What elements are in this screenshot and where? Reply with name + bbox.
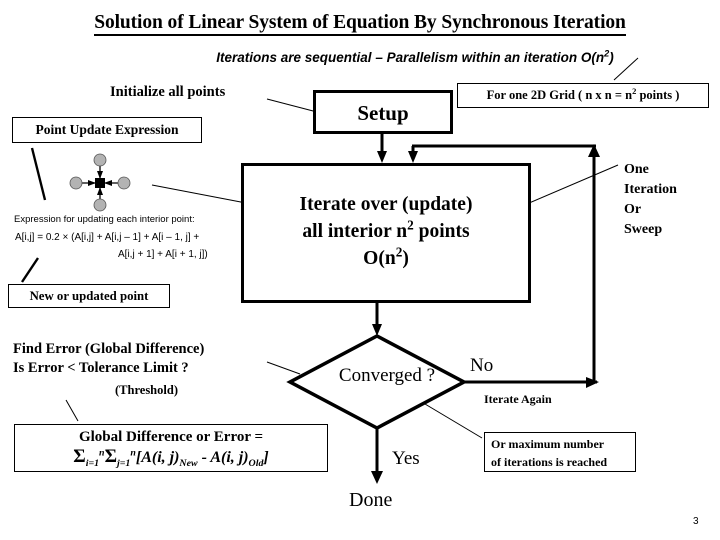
max-iterations-line-2: of iterations is reached <box>491 455 608 469</box>
one-iteration-line-1: One <box>624 162 649 177</box>
error-formula-sum1-sup: n <box>99 447 105 459</box>
iterate-line-2-suffix: points <box>413 221 470 242</box>
stencil-arrow-from-right <box>104 180 112 186</box>
leader-error-formula <box>65 399 79 422</box>
error-formula-sum1-sub: i=1 <box>85 458 100 470</box>
page-subtitle: Iterations are sequential – Parallelism … <box>120 48 710 65</box>
max-iterations-line-1: Or maximum number <box>491 437 605 451</box>
iterate-line-2-superscript: 2 <box>407 217 414 233</box>
one-iteration-line-2: Iteration <box>624 182 677 197</box>
error-formula-open: [A(i, j) <box>135 449 180 466</box>
error-formula-body: Σi=1nΣj=1n[A(i, j)New - A(i, j)Old] <box>15 446 327 469</box>
feedback-top-arrowhead <box>588 144 600 157</box>
error-formula-new-sub: New <box>179 458 198 470</box>
subtitle-superscript: 2 <box>604 48 610 59</box>
stencil-node-top <box>93 153 107 167</box>
leader-stencil-to-iterate <box>151 184 247 204</box>
iterate-line-3-suffix: ) <box>402 248 409 269</box>
iterate-line-3: O(n2) <box>244 245 528 272</box>
branch-yes-label: Yes <box>392 448 420 469</box>
setup-box[interactable]: Setup <box>313 90 453 134</box>
iterate-line-2: all interior n2 points <box>244 218 528 245</box>
stencil-formula-line-1: A[i,j] = 0.2 × (A[i,j] + A[i,j – 1] + A[… <box>15 232 200 243</box>
leader-point-update <box>30 147 47 201</box>
branch-yes-arrowhead <box>371 471 383 484</box>
max-iterations-note-box: Or maximum number of iterations is reach… <box>484 432 636 472</box>
stencil-arrow-from-left <box>88 180 96 186</box>
one-iteration-callout: One Iteration Or Sweep <box>624 160 677 240</box>
leader-max-iterations <box>424 403 483 439</box>
grid-note-prefix: For one 2D Grid ( n x n = n <box>486 88 633 102</box>
find-error-line-2: Is Error < Tolerance Limit ? <box>13 360 189 376</box>
error-formula-minus: - <box>197 449 211 466</box>
one-iteration-line-4: Sweep <box>624 222 663 237</box>
branch-no-arrowhead <box>586 377 599 388</box>
error-formula-sum2-sup: n <box>130 447 136 459</box>
new-or-updated-point-box: New or updated point <box>8 284 170 308</box>
point-update-expression-box: Point Update Expression <box>12 117 202 143</box>
find-error-line-1: Find Error (Global Difference) <box>13 341 205 357</box>
stencil-diagram <box>69 153 131 212</box>
arrow-iterate-to-decision-head <box>372 324 382 336</box>
error-formula-box: Global Difference or Error = Σi=1nΣj=1n[… <box>14 424 328 472</box>
one-iteration-line-3: Or <box>624 202 642 217</box>
error-formula-close: ] <box>263 449 269 466</box>
subtitle-dash: – <box>375 50 383 65</box>
arrow-setup-to-iterate-head <box>377 151 387 163</box>
stencil-arrow-from-bottom <box>97 187 103 195</box>
stencil-formula-line-2: A[i,j + 1] + A[i + 1, j]) <box>118 249 208 260</box>
leader-initialize <box>266 98 318 113</box>
leader-find-error <box>266 361 301 375</box>
terminal-done-label: Done <box>349 489 393 511</box>
grid-note-box: For one 2D Grid ( n x n = n2 points ) <box>457 83 709 108</box>
iterate-box[interactable]: Iterate over (update) all interior n2 po… <box>241 163 531 303</box>
iterate-line-3-prefix: O(n <box>363 248 396 269</box>
initialize-callout: Initialize all points <box>110 84 226 100</box>
page-number: 3 <box>693 516 699 527</box>
subtitle-suffix: ) <box>609 50 614 65</box>
error-formula-heading: Global Difference or Error = <box>78 429 264 445</box>
error-formula-second: A(i, j) <box>210 449 249 466</box>
iterate-line-2-prefix: all interior n <box>302 221 408 242</box>
subtitle-prefix: Iterations are sequential <box>216 50 376 65</box>
error-formula-old-sub: Old <box>248 458 264 470</box>
iterate-again-label: Iterate Again <box>484 392 552 406</box>
feedback-entry-arrowhead <box>408 151 418 163</box>
page-title: Solution of Linear System of Equation By… <box>0 12 720 36</box>
decision-label: Converged ? <box>338 365 436 386</box>
error-formula-sigma-1: Σ <box>73 446 86 467</box>
stencil-arrow-from-top <box>97 171 103 179</box>
find-error-callout: Find Error (Global Difference) Is Error … <box>13 340 204 378</box>
stencil-caption: Expression for updating each interior po… <box>14 214 195 225</box>
page-title-text: Solution of Linear System of Equation By… <box>94 12 626 36</box>
error-formula-sigma-2: Σ <box>104 446 117 467</box>
stencil-node-center <box>95 178 105 188</box>
error-formula-sum2-sub: j=1 <box>117 458 131 470</box>
leader-new-point <box>21 257 39 283</box>
grid-note-suffix: points ) <box>636 88 680 102</box>
subtitle-mid: Parallelism within an iteration O(n <box>382 50 605 65</box>
stencil-node-right <box>117 176 131 190</box>
stencil-node-left <box>69 176 83 190</box>
grid-note-superscript: 2 <box>632 85 637 96</box>
iterate-line-1: Iterate over (update) <box>299 194 473 215</box>
iterate-line-3-superscript: 2 <box>395 244 403 260</box>
stencil-node-bottom <box>93 198 107 212</box>
branch-no-label: No <box>470 355 494 376</box>
threshold-label: (Threshold) <box>115 383 178 397</box>
